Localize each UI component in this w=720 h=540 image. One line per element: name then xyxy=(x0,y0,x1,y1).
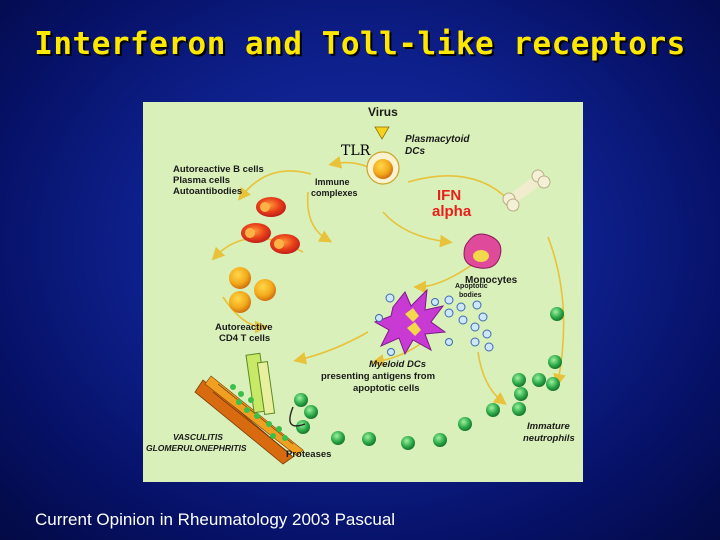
t-cells-label-2: CD4 T cells xyxy=(219,333,270,344)
tlr-label: TLR xyxy=(341,143,371,159)
apoptotic-bodies-label-1: Apoptotic xyxy=(455,283,488,290)
monocyte-cell xyxy=(463,233,502,269)
myeloid-dc-cell xyxy=(373,288,453,356)
virus-label: Virus xyxy=(368,105,398,119)
monocytes-label: Monocytes xyxy=(465,275,518,286)
slide-title: Interferon and Toll-like receptors xyxy=(34,26,686,62)
vessel-tissue-illustration xyxy=(194,352,318,465)
flow-arrows xyxy=(211,156,566,405)
proteases-label: Proteases xyxy=(286,449,331,460)
t-cells xyxy=(229,267,276,313)
mdc-label-2: presenting antigens from xyxy=(321,371,435,382)
immune-complexes-label-2: complexes xyxy=(311,188,358,198)
immune-complexes-label-1: Immune xyxy=(315,177,350,187)
vasculitis-label-1: VASCULITIS xyxy=(173,432,223,442)
plasmacytoid-dc-cell xyxy=(366,151,400,185)
b-cells-label-1: Autoreactive B cells xyxy=(173,164,264,175)
ifn-label-1: IFN xyxy=(437,187,461,204)
pdc-label-1: Plasmacytoid xyxy=(405,134,470,145)
source-caption: Current Opinion in Rheumatology 2003 Pas… xyxy=(35,510,396,529)
apoptotic-bodies-label-2: bodies xyxy=(459,292,482,299)
neutrophils-label-1: Immature xyxy=(527,421,570,432)
immature-neutrophils xyxy=(331,307,564,450)
neutrophils-label-2: neutrophils xyxy=(523,433,575,444)
plasma-cells xyxy=(241,197,300,254)
b-cells-label-3: Autoantibodies xyxy=(173,186,242,197)
mdc-label-1: Myeloid DCs xyxy=(369,359,426,370)
mdc-label-3: apoptotic cells xyxy=(353,383,420,394)
ifn-tlr-diagram: Virus TLR Plasmacytoid DCs IFN alpha Aut… xyxy=(143,102,583,482)
ifn-label-2: alpha xyxy=(432,203,472,220)
bone-icon xyxy=(502,169,551,212)
vasculitis-label-2: GLOMERULONEPHRITIS xyxy=(146,443,247,453)
t-cells-label-1: Autoreactive xyxy=(215,322,273,333)
apoptotic-bodies xyxy=(444,295,494,352)
b-cells-label-2: Plasma cells xyxy=(173,175,230,186)
virus-icon xyxy=(374,126,390,140)
pdc-label-2: DCs xyxy=(405,146,425,157)
